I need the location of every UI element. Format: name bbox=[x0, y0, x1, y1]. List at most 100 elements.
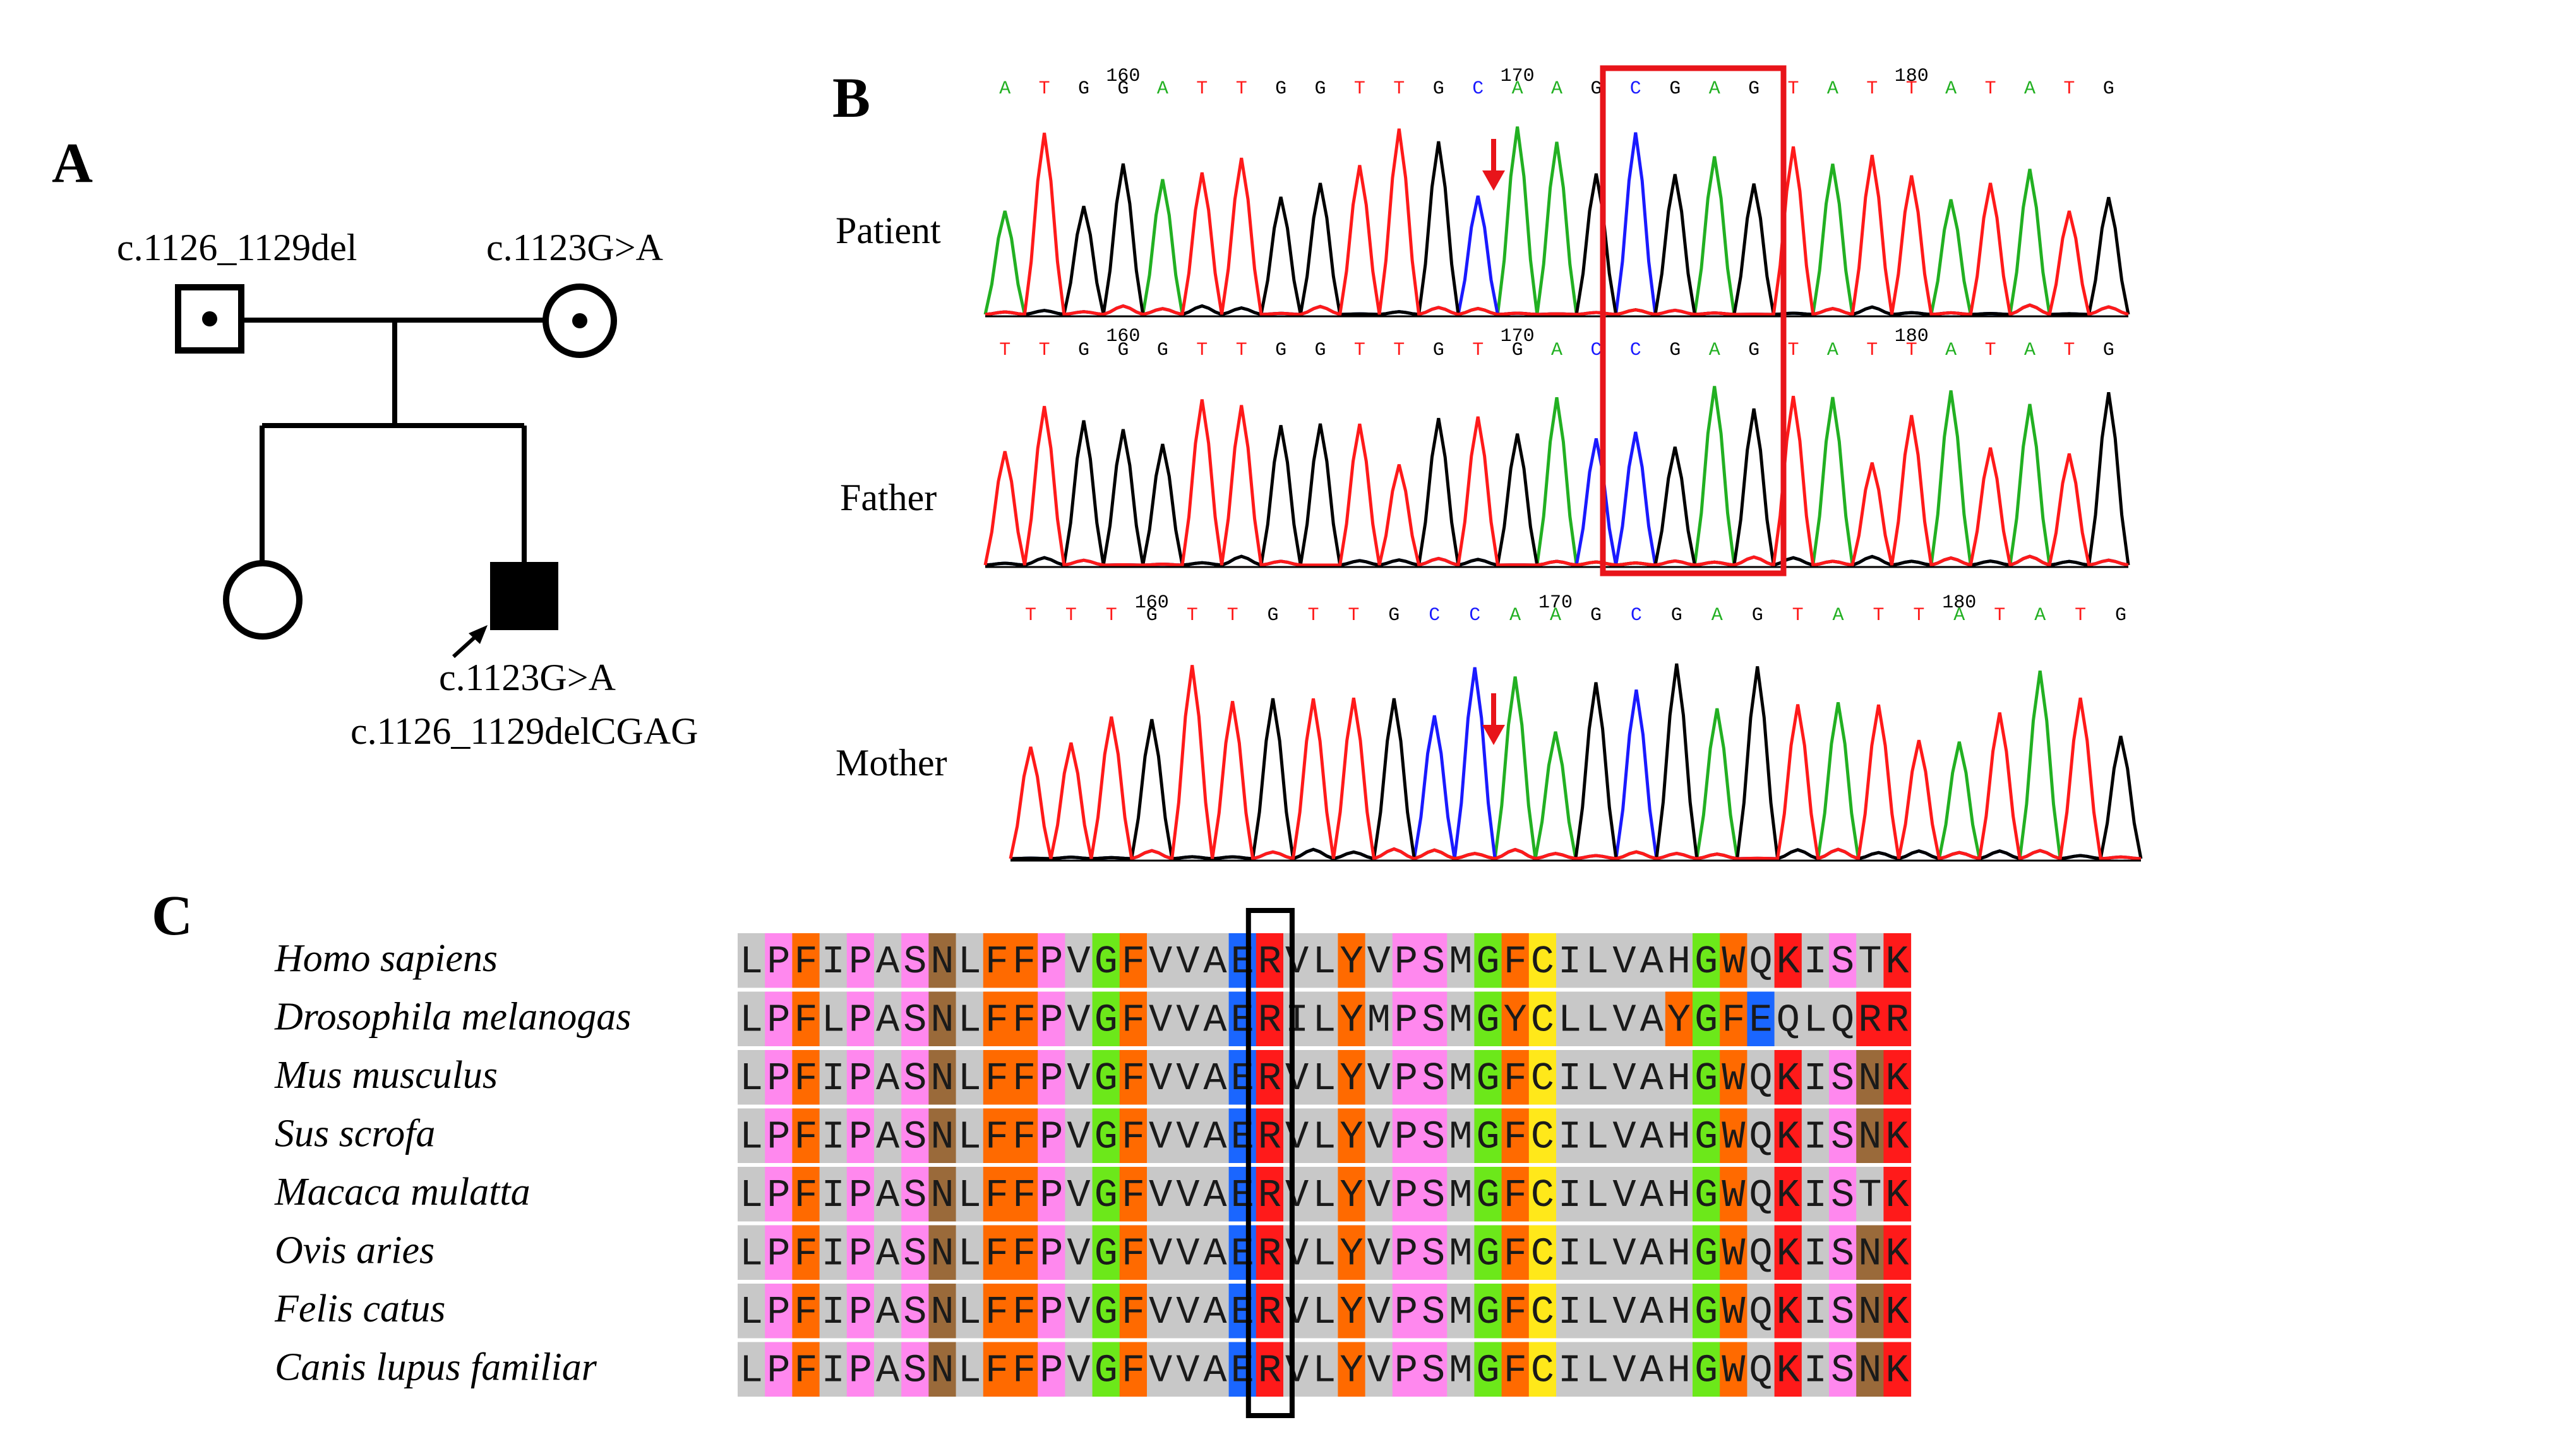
residue-cell bbox=[1447, 1108, 1475, 1163]
residue-cell bbox=[1610, 991, 1639, 1046]
base-call: G bbox=[1314, 340, 1326, 361]
residue-letter: R bbox=[1258, 940, 1281, 984]
residue-cell bbox=[901, 1284, 929, 1339]
residue-cell bbox=[1501, 1225, 1530, 1280]
deletion-highlight-box bbox=[1600, 65, 1787, 576]
residue-cell bbox=[765, 1225, 793, 1280]
residue-cell bbox=[1092, 1225, 1120, 1280]
residue-letter: I bbox=[822, 1232, 845, 1277]
base-call: A bbox=[1551, 78, 1562, 100]
residue-letter: V bbox=[1176, 1232, 1199, 1277]
residue-cell bbox=[1556, 1050, 1584, 1105]
residue-letter: H bbox=[1667, 1232, 1691, 1277]
base-call: T bbox=[2063, 340, 2075, 361]
residue-cell bbox=[1693, 1225, 1720, 1280]
residue-cell bbox=[1010, 1284, 1038, 1339]
residue-cell bbox=[1747, 1342, 1775, 1397]
residue-cell bbox=[1092, 933, 1120, 988]
residue-cell bbox=[1447, 933, 1475, 988]
residue-letter: G bbox=[1694, 1349, 1718, 1393]
base-call: T bbox=[1985, 340, 1996, 361]
residue-letter: A bbox=[1203, 1056, 1227, 1101]
residue-letter: G bbox=[1476, 1232, 1499, 1277]
residue-cell bbox=[846, 1050, 875, 1105]
residue-cell bbox=[1501, 1050, 1530, 1105]
residue-letter: E bbox=[1749, 998, 1772, 1043]
residue-letter: P bbox=[1040, 998, 1063, 1043]
residue-letter: L bbox=[1312, 1115, 1336, 1160]
residue-letter: Q bbox=[1749, 1232, 1772, 1277]
residue-cell bbox=[1474, 933, 1502, 988]
trace-T bbox=[983, 395, 2129, 568]
residue-cell bbox=[1665, 1342, 1693, 1397]
residue-letter: F bbox=[1722, 998, 1745, 1043]
residue-letter: T bbox=[1858, 940, 1881, 984]
residue-letter: A bbox=[876, 1290, 900, 1335]
residue-letter: L bbox=[1312, 1290, 1336, 1335]
residue-cell bbox=[1556, 1342, 1584, 1397]
residue-cell bbox=[1119, 1050, 1148, 1105]
base-call: A bbox=[1953, 605, 1965, 626]
residue-cell bbox=[1693, 1050, 1720, 1105]
residue-cell bbox=[1092, 1050, 1120, 1105]
residue-letter: S bbox=[1422, 1232, 1445, 1277]
residue-cell bbox=[1420, 1167, 1448, 1222]
residue-cell bbox=[1693, 1167, 1720, 1222]
residue-cell bbox=[983, 1050, 1011, 1105]
residue-cell bbox=[1256, 1225, 1284, 1280]
position-number: 160 bbox=[1106, 66, 1140, 87]
residue-cell bbox=[928, 933, 957, 988]
residue-letter: V bbox=[1367, 1232, 1391, 1277]
residue-letter: R bbox=[1258, 1173, 1281, 1218]
residue-cell bbox=[1174, 1167, 1202, 1222]
residue-letter: A bbox=[876, 1349, 900, 1393]
residue-letter: L bbox=[740, 940, 763, 984]
base-call: A bbox=[1945, 340, 1957, 361]
residue-cell bbox=[874, 1342, 902, 1397]
residue-cell bbox=[1665, 933, 1693, 988]
residue-cell bbox=[1720, 1225, 1748, 1280]
base-call: G bbox=[1117, 340, 1129, 361]
residue-cell bbox=[1038, 1050, 1065, 1105]
residue-cell bbox=[1283, 1225, 1311, 1280]
residue-letter: V bbox=[1176, 1115, 1199, 1160]
proband-symbol bbox=[490, 562, 558, 630]
residue-cell bbox=[928, 1050, 957, 1105]
base-call: G bbox=[1117, 78, 1129, 100]
residue-cell bbox=[1501, 1108, 1530, 1163]
residue-letter: P bbox=[767, 1056, 790, 1101]
residue-letter: S bbox=[1422, 1349, 1445, 1393]
residue-letter: R bbox=[1885, 998, 1909, 1043]
residue-cell bbox=[1829, 1108, 1857, 1163]
residue-letter: M bbox=[1449, 940, 1472, 984]
residue-cell bbox=[956, 1225, 984, 1280]
residue-letter: R bbox=[1258, 1115, 1281, 1160]
residue-letter: I bbox=[1558, 940, 1581, 984]
residue-letter: A bbox=[1203, 998, 1227, 1043]
residue-letter: V bbox=[1067, 1349, 1090, 1393]
residue-letter: H bbox=[1667, 940, 1691, 984]
residue-cell bbox=[738, 1050, 765, 1105]
residue-letter: F bbox=[985, 940, 1009, 984]
residue-letter: F bbox=[985, 1232, 1009, 1277]
position-number: 160 bbox=[1106, 326, 1140, 347]
residue-cell bbox=[1774, 1050, 1802, 1105]
residue-letter: S bbox=[1831, 1349, 1854, 1393]
residue-cell bbox=[819, 1284, 848, 1339]
residue-letter: L bbox=[958, 1349, 981, 1393]
residue-cell bbox=[1420, 1342, 1448, 1397]
residue-cell bbox=[1010, 1342, 1038, 1397]
base-call: A bbox=[1945, 78, 1957, 100]
residue-letter: A bbox=[876, 940, 900, 984]
residue-letter: F bbox=[794, 1349, 817, 1393]
residue-cell bbox=[1501, 933, 1530, 988]
residue-cell bbox=[1174, 1050, 1202, 1105]
residue-cell bbox=[1038, 991, 1065, 1046]
residue-letter: Y bbox=[1504, 998, 1527, 1043]
residue-letter: V bbox=[1176, 998, 1199, 1043]
base-call: G bbox=[1669, 78, 1681, 100]
base-call: G bbox=[1267, 605, 1278, 626]
